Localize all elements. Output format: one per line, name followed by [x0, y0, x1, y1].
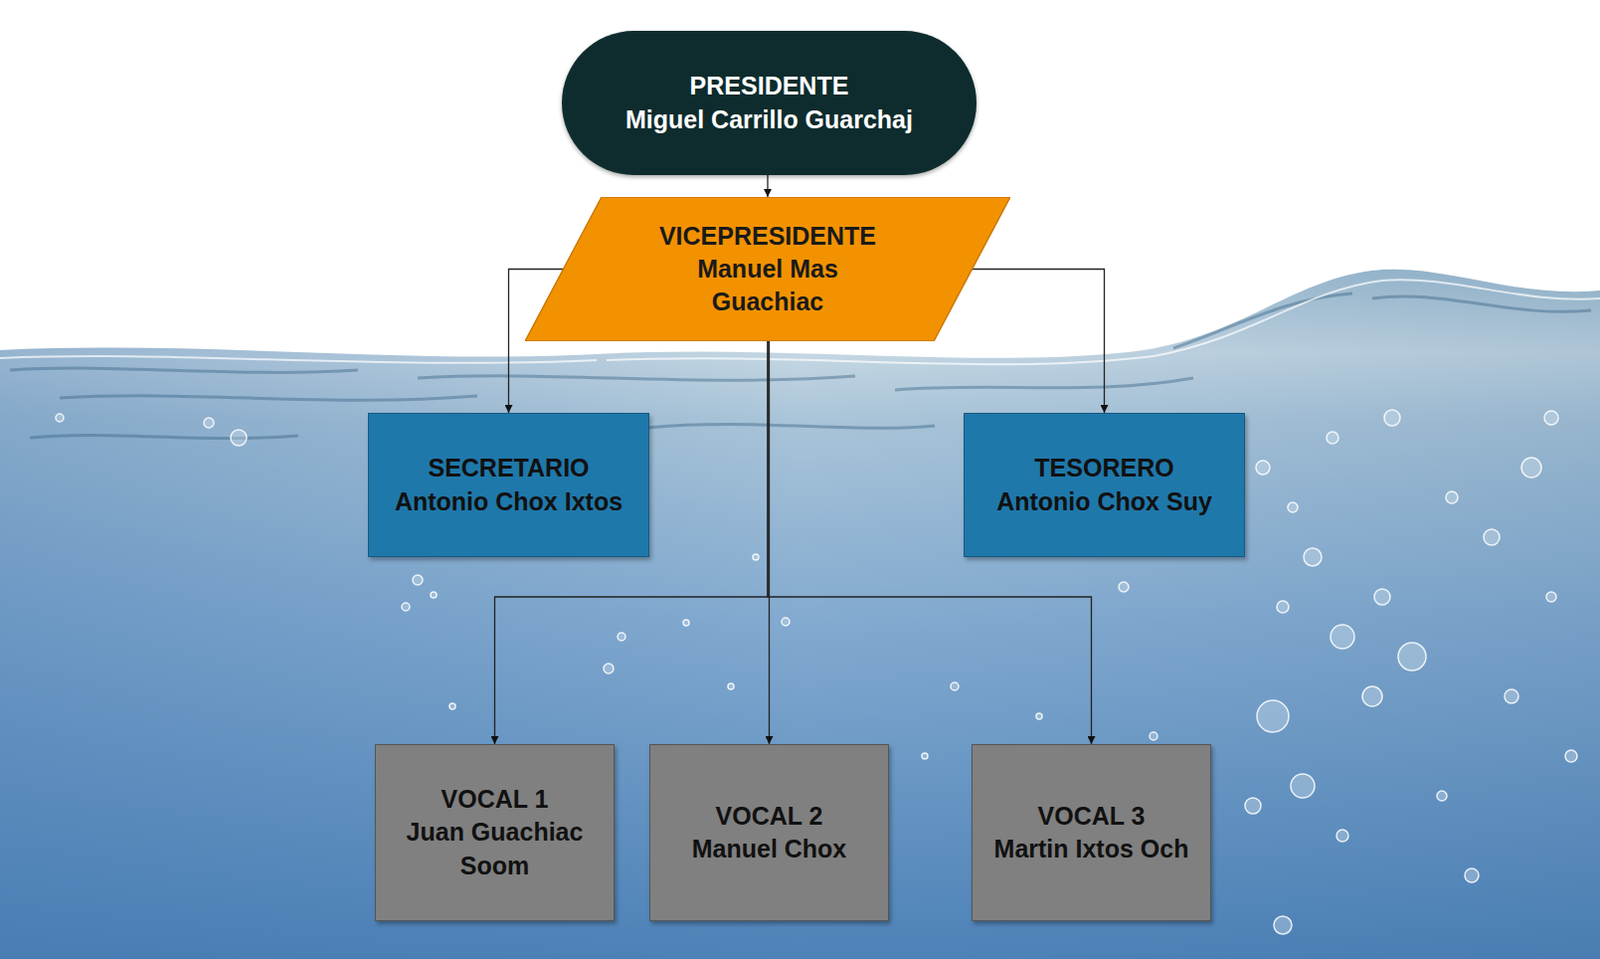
role-title: SECRETARIO: [427, 451, 589, 485]
treasurer-box: TESOREROAntonio Chox Suy: [963, 412, 1245, 557]
member-name: Antonio Chox Ixtos: [394, 485, 623, 519]
member-name: Manuel Mas Guachiac: [643, 252, 892, 320]
member-name: Manuel Chox: [692, 832, 848, 866]
role-title: VOCAL 2: [715, 799, 824, 833]
vocal-box: VOCAL 1Juan Guachiac Soom: [374, 743, 615, 921]
role-title: VOCAL 3: [1038, 799, 1146, 833]
member-name: Antonio Chox Suy: [996, 485, 1213, 519]
connector-arrow: [972, 269, 1105, 414]
role-title: PRESIDENTE: [690, 69, 850, 103]
role-title: VOCAL 1: [441, 782, 549, 816]
bubbles: [55, 409, 1578, 934]
vocal-box: VOCAL 2Manuel Chox: [649, 743, 889, 921]
secretary-box: SECRETARIOAntonio Chox Ixtos: [367, 412, 650, 557]
role-title: VICEPRESIDENTE: [659, 219, 877, 253]
member-name: Juan Guachiac Soom: [387, 815, 602, 883]
connector-arrow: [766, 175, 768, 197]
vice-president-box: VICEPRESIDENTEManuel Mas Guachiac: [525, 196, 1011, 342]
member-name: Martin Ixtos Och: [994, 832, 1190, 866]
water-shade: [0, 269, 1600, 959]
parallelogram-outline: [525, 196, 1011, 342]
member-name: Miguel Carrillo Guarchaj: [625, 103, 913, 137]
role-title: TESORERO: [1034, 451, 1174, 485]
president-box: PRESIDENTEMiguel Carrillo Guarchaj: [561, 30, 977, 176]
vocal-box: VOCAL 3Martin Ixtos Och: [971, 743, 1212, 921]
connector-arrow: [768, 341, 770, 744]
water-body: [0, 269, 1600, 959]
